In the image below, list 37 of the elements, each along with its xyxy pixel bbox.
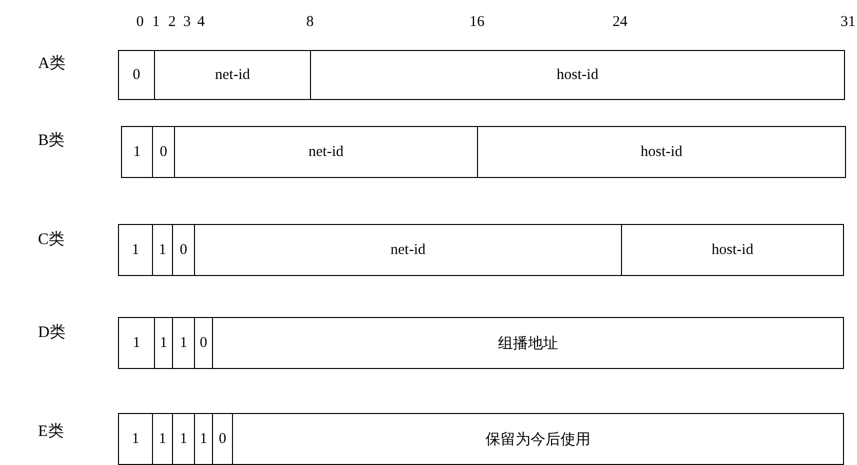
bit-position-number: 1 bbox=[152, 14, 160, 31]
bit-field: 1 bbox=[194, 413, 213, 465]
bit-field: net-id bbox=[194, 224, 622, 276]
row-label: E类 bbox=[38, 422, 64, 442]
bit-field: 0 bbox=[118, 50, 155, 100]
bit-field: 1 bbox=[172, 413, 195, 465]
bit-field: 0 bbox=[194, 317, 213, 369]
bit-field: host-id bbox=[621, 224, 844, 276]
bit-position-number: 8 bbox=[306, 14, 314, 31]
bit-field: 1 bbox=[121, 126, 153, 178]
row-label: C类 bbox=[38, 230, 65, 250]
bit-field: 0 bbox=[152, 126, 175, 178]
bit-field: 1 bbox=[118, 224, 153, 276]
bit-position-number: 24 bbox=[612, 14, 628, 31]
bit-position-number: 16 bbox=[470, 14, 484, 31]
bit-field: net-id bbox=[154, 50, 311, 100]
bit-field: host-id bbox=[310, 50, 845, 100]
bit-position-number: 0 bbox=[136, 14, 144, 31]
bit-field: 1 bbox=[154, 317, 173, 369]
bit-position-number: 3 bbox=[183, 14, 191, 31]
bit-field: 1 bbox=[118, 317, 155, 369]
bit-field: 1 bbox=[172, 317, 195, 369]
bit-field: 保留为今后使用 bbox=[232, 413, 844, 465]
bit-field: 0 bbox=[172, 224, 195, 276]
bit-field: 1 bbox=[118, 413, 153, 465]
bit-field: 0 bbox=[212, 413, 233, 465]
bit-position-number: 4 bbox=[197, 14, 205, 31]
bit-position-number: 2 bbox=[168, 14, 176, 31]
row-label: B类 bbox=[38, 130, 65, 151]
bit-field: net-id bbox=[174, 126, 478, 178]
row-label: A类 bbox=[38, 54, 66, 74]
bit-field: 1 bbox=[152, 224, 173, 276]
bit-field: 1 bbox=[152, 413, 173, 465]
bit-position-number: 31 bbox=[840, 14, 856, 31]
bit-field: host-id bbox=[477, 126, 846, 178]
bit-field: 组播地址 bbox=[212, 317, 844, 369]
row-label: D类 bbox=[38, 322, 66, 342]
